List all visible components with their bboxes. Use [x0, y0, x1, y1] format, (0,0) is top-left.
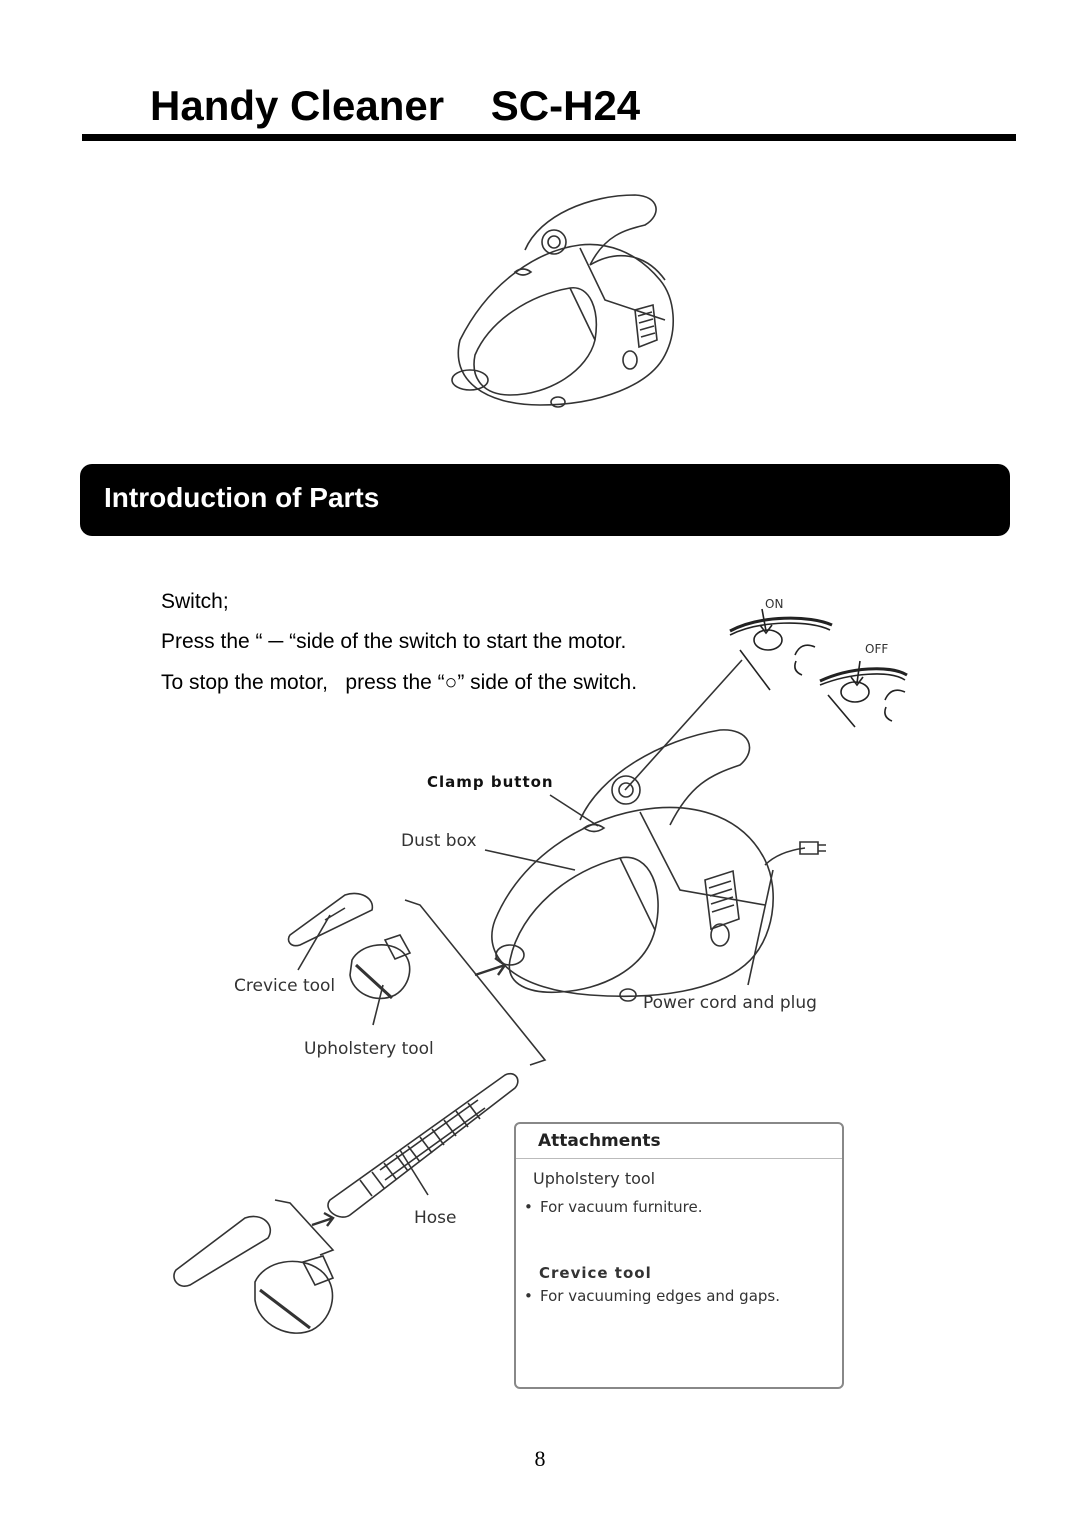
switch-off-label: OFF: [865, 642, 889, 656]
switch-on-instruction: Press the “ ─ “side of the switch to sta…: [161, 630, 627, 653]
title-rule: [82, 134, 1016, 141]
attach-upholstery-desc: For vacuum furniture.: [540, 1198, 703, 1216]
power-cord-label: Power cord and plug: [643, 993, 817, 1013]
crevice-tool-label: Crevice tool: [234, 976, 336, 996]
section-header-bar: Introduction of Parts: [80, 464, 1010, 536]
switch-heading: Switch;: [161, 590, 229, 613]
attachments-header: Attachments: [516, 1124, 842, 1159]
vacuum-illustration-top: [451, 194, 674, 408]
page-number: 8: [534, 1446, 546, 1471]
upholstery-tool-label: Upholstery tool: [304, 1039, 434, 1059]
section-title: Introduction of Parts: [104, 482, 380, 513]
switch-detail-illustration: [729, 608, 908, 728]
attach-crevice-desc: For vacuuming edges and gaps.: [540, 1287, 780, 1305]
switch-off-instruction: To stop the motor, press the “○” side of…: [161, 671, 638, 694]
hose-label: Hose: [414, 1208, 457, 1228]
attach-crevice-title: Crevice tool: [539, 1264, 652, 1282]
attachments-heading: Attachments: [538, 1131, 661, 1151]
switch-on-label: ON: [765, 597, 784, 611]
clamp-button-label: Clamp button: [427, 773, 554, 791]
attachments-box: Attachments Upholstery tool • For vacuum…: [514, 1122, 844, 1389]
dust-box-label: Dust box: [401, 831, 477, 851]
page-title: Handy Cleaner SC-H24: [150, 82, 641, 129]
attach-crevice-bullet: •: [524, 1287, 533, 1305]
attach-upholstery-title: Upholstery tool: [533, 1169, 656, 1188]
attach-upholstery-bullet: •: [524, 1198, 533, 1216]
